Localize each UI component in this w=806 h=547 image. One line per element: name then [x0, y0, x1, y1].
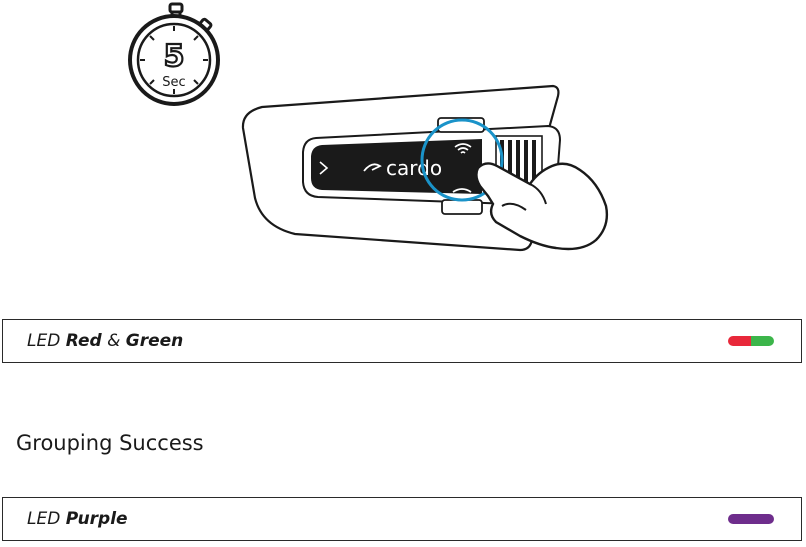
led-color-green: Green [126, 331, 184, 351]
led-color-purple: Purple [66, 509, 128, 529]
timer-number: 5 [164, 39, 185, 74]
led-joiner: & [107, 331, 120, 351]
timer-unit: Sec [162, 75, 185, 90]
device-brand: cardo [386, 156, 442, 180]
led-status-row-red-green: LED Red & Green [2, 319, 802, 363]
led-status-row-purple: LED Purple [2, 497, 802, 541]
led-color-red: Red [66, 331, 102, 351]
led-red-segment [728, 336, 751, 346]
device-illustration: 5 Sec cardo [0, 0, 806, 290]
led-status-text: LED Red & Green [27, 331, 183, 351]
led-label: LED [27, 331, 60, 351]
led-indicator-red-green [728, 336, 774, 346]
led-indicator-purple [728, 514, 774, 524]
section-title: Grouping Success [16, 431, 204, 455]
led-green-segment [751, 336, 774, 346]
led-status-text: LED Purple [27, 509, 128, 529]
led-label: LED [27, 509, 60, 529]
